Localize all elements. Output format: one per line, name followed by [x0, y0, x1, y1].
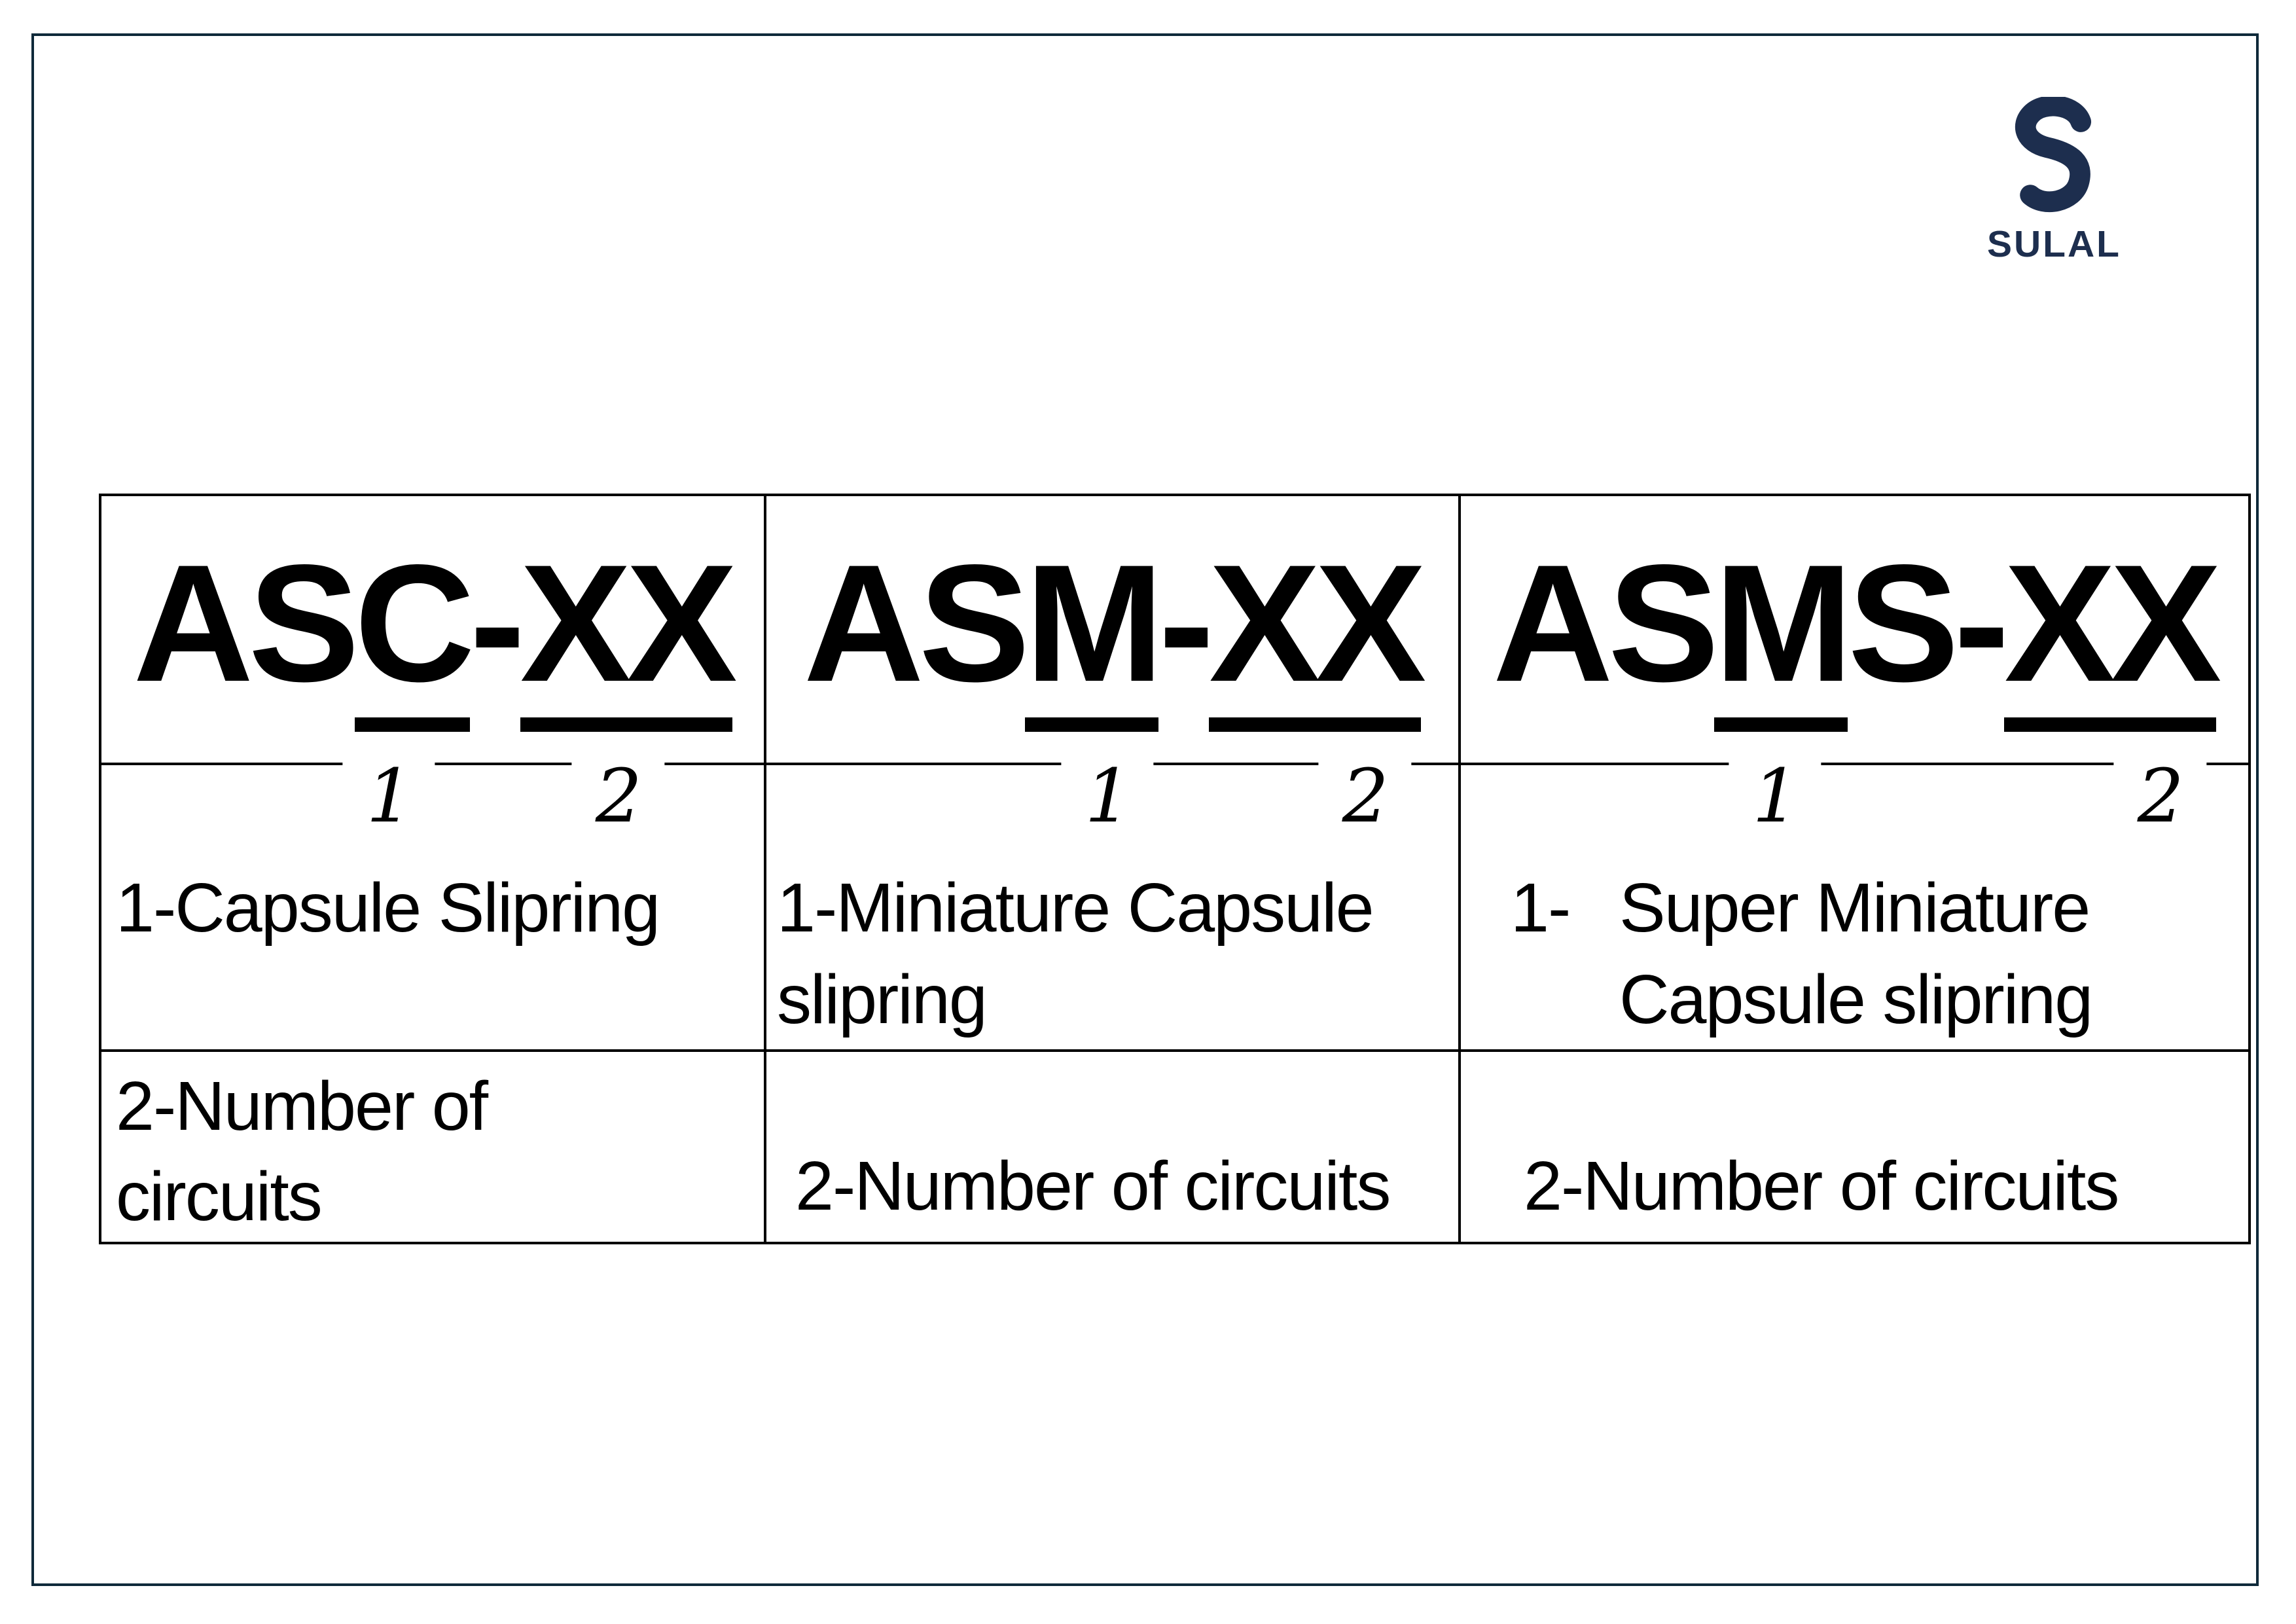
circuits-line2: circuits [116, 1158, 323, 1235]
asms-description-cell: 1 2 1- Super Miniature Capsule slipring [1458, 755, 2248, 1049]
model-prefix: AS [803, 530, 1030, 717]
circuits-line: 2-Number of circuits [1524, 1147, 2119, 1225]
callout-number-2: 2 [571, 755, 664, 839]
callout-number-1: 1 [1729, 755, 1821, 839]
asm-description-cell: 1 2 1-Miniature Capsule slipring [764, 755, 1458, 1049]
desc-miniature-capsule-line2: slipring [777, 961, 988, 1038]
asm-circuits-cell: 2-Number of circuits [764, 1049, 1458, 1242]
desc-capsule-slipring: 1-Capsule Slipring [116, 869, 660, 947]
model-circuits-underlined: XX [2004, 530, 2221, 732]
desc-super-miniature-line1: Super Miniature [1619, 869, 2090, 947]
desc-super-miniature-line2: Capsule slipring [1619, 961, 2093, 1038]
desc-miniature-capsule-line1: 1-Miniature Capsule [777, 869, 1374, 947]
callout-number-2: 2 [1318, 755, 1411, 839]
model-circuits-underlined: XX [520, 530, 738, 732]
desc-item-marker: 1- [1511, 869, 1571, 947]
sulal-s-ribbon-icon [2015, 97, 2092, 213]
asc-description-cell: 1 2 1-Capsule Slipring [101, 755, 764, 1049]
sulal-logo: SULAL [1987, 97, 2121, 266]
circuits-line: 2-Number of circuits [795, 1147, 1391, 1225]
model-circuits-underlined: XX [1209, 530, 1426, 732]
logo-wordmark: SULAL [1987, 223, 2121, 265]
callout-number-1: 1 [1061, 755, 1154, 839]
circuits-line1: 2-Number of [116, 1068, 488, 1145]
model-prefix: AS [1492, 530, 1719, 717]
model-prefix: AS [133, 530, 359, 717]
callout-number-2: 2 [2113, 755, 2206, 839]
model-code-underlined: M [1713, 530, 1853, 732]
model-separator: - [469, 530, 526, 717]
callout-number-1: 1 [342, 755, 435, 839]
model-separator: S- [1848, 530, 2009, 717]
asc-circuits-cell: 2-Number of circuits [101, 1049, 764, 1242]
model-separator: - [1158, 530, 1214, 717]
desc-super-miniature-lines: Super Miniature Capsule slipring [1619, 862, 2093, 1045]
desc-super-miniature: 1- Super Miniature Capsule slipring [1511, 862, 2248, 1045]
asms-circuits-cell: 2-Number of circuits [1458, 1049, 2248, 1242]
model-code-underlined: M [1024, 530, 1164, 732]
model-code-underlined: C [354, 530, 475, 732]
